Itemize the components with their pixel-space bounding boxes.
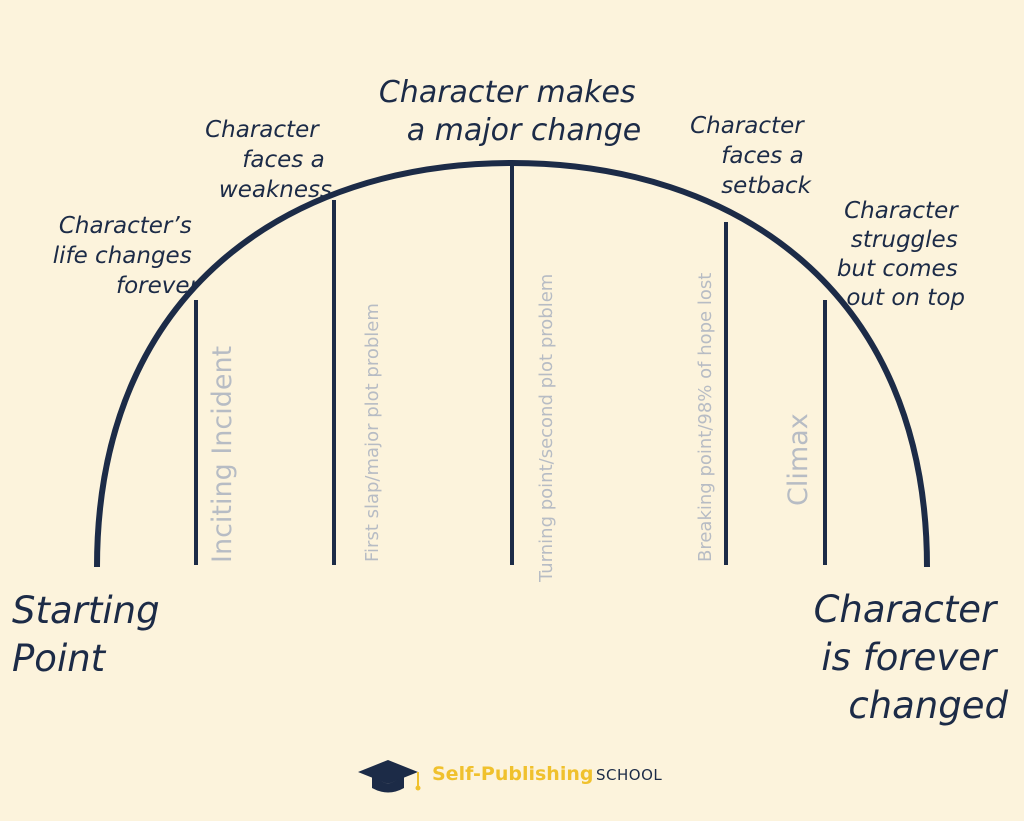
caption-breaking: Character faces a setback xyxy=(690,113,813,199)
caption-turning: Character makes a major change xyxy=(379,75,645,148)
graduation-cap-icon xyxy=(358,760,421,793)
stage-label-inciting: Inciting Incident xyxy=(207,346,238,563)
stage-label-breaking: Breaking point/98% of hope lost xyxy=(695,273,716,562)
stage-label-first-slap: First slap/major plot problem xyxy=(362,303,383,562)
logo-school-text: SCHOOL xyxy=(596,766,662,784)
logo-brand-text: Self-Publishing xyxy=(432,763,593,785)
end-label: Character is forever changed xyxy=(814,588,1009,727)
start-label: Starting Point xyxy=(12,589,171,680)
caption-inciting: Character’s life changes forever xyxy=(53,213,201,299)
stage-label-climax: Climax xyxy=(783,413,814,506)
caption-first-slap: Character faces a weakness xyxy=(205,117,332,203)
stage-label-turning: Turning point/second plot problem xyxy=(536,274,557,583)
logo: Self-Publishing SCHOOL xyxy=(358,760,662,793)
caption-climax: Character struggles but comes out on top xyxy=(837,198,965,311)
